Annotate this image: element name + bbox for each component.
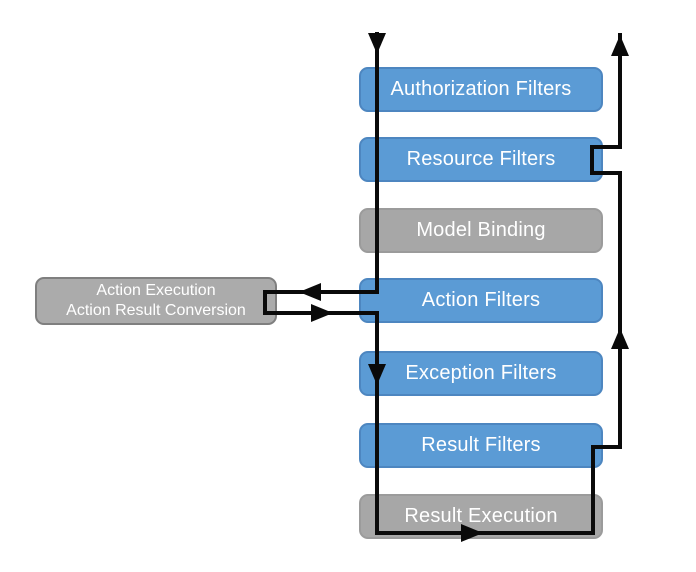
pipeline-box-label: Result Filters (421, 434, 541, 456)
line-result-filters-jog (591, 445, 622, 449)
side-box-line2: Action Result Conversion (66, 302, 246, 319)
arrowhead-into-sidebox-icon (299, 283, 321, 301)
side-box-action-execution: Action Execution Action Result Conversio… (35, 277, 277, 325)
side-box-line1: Action Execution (96, 282, 216, 299)
pipeline-box-label: Model Binding (416, 219, 546, 241)
arrowhead-response-mid-icon (611, 328, 629, 349)
pipeline-box-label: Exception Filters (405, 362, 557, 384)
pipeline-box-exception-filters: Exception Filters (359, 351, 603, 396)
arrowhead-response-exit-icon (611, 35, 629, 56)
arrowhead-to-exception-icon (368, 364, 386, 385)
line-result-execution-bottom (375, 531, 595, 535)
pipeline-box-result-filters: Result Filters (359, 423, 603, 468)
line-to-sidebox (263, 290, 379, 294)
pipeline-box-model-binding: Model Binding (359, 208, 603, 253)
pipeline-box-resource-filters: Resource Filters (359, 137, 603, 182)
line-resource-notch-left (590, 145, 594, 175)
arrowhead-result-execution-icon (461, 524, 483, 542)
line-request-lower (375, 311, 379, 535)
line-resource-notch-top (590, 145, 622, 149)
arrowhead-request-entry-icon (368, 33, 386, 54)
pipeline-box-action-filters: Action Filters (359, 278, 603, 323)
arrowhead-from-sidebox-icon (311, 304, 333, 322)
pipeline-box-label: Authorization Filters (390, 78, 572, 100)
pipeline-box-label: Action Filters (421, 289, 541, 311)
pipeline-box-label: Result Execution (404, 505, 558, 527)
pipeline-box-label: Resource Filters (406, 148, 556, 170)
line-sidebox-bracket (263, 290, 267, 315)
line-up-through-result-filters (591, 445, 595, 535)
pipeline-box-authorization-filters: Authorization Filters (359, 67, 603, 112)
line-response-mid (618, 171, 622, 449)
line-resource-notch-bottom (590, 171, 622, 175)
line-response-exit (618, 33, 622, 149)
line-request-entry (375, 32, 379, 294)
